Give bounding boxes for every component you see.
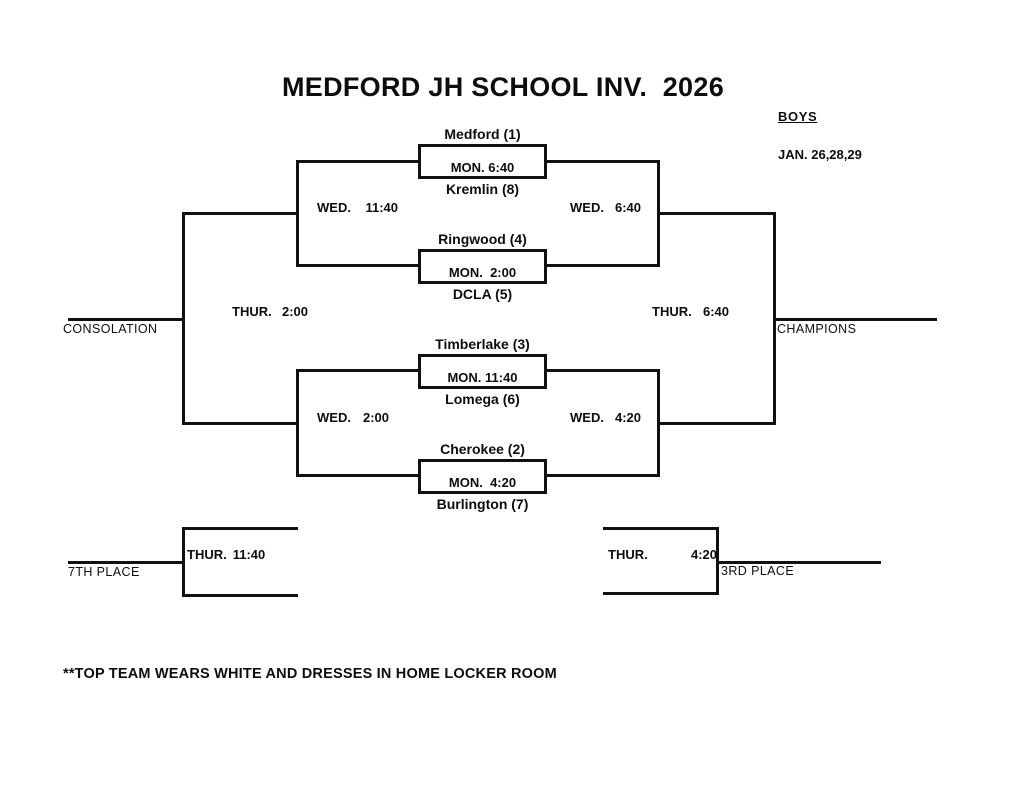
consolation-label: CONSOLATION <box>63 322 158 336</box>
third-place-slot-line <box>716 561 881 564</box>
team-seed4: Ringwood (4) <box>438 231 527 247</box>
day-text: THUR. <box>232 304 272 319</box>
time-text: 11:40 <box>365 200 398 215</box>
bracket-line <box>296 160 421 163</box>
team-seed1: Medford (1) <box>444 126 521 142</box>
day-text: THUR. <box>608 547 648 562</box>
team-seed8: Kremlin (8) <box>445 181 520 197</box>
game4-box: MON. 4:20 <box>418 459 547 494</box>
bracket-line <box>182 527 298 530</box>
consolation-semifinal-bottom-time: WED. 2:00 <box>317 410 389 425</box>
bracket-line <box>544 264 660 267</box>
day-text: WED. <box>570 410 604 425</box>
consolation-semifinal-top-time: WED. 11:40 <box>317 200 398 215</box>
bracket-line <box>603 592 719 595</box>
champion-slot-line <box>773 318 937 321</box>
dates-label: JAN. 26,28,29 <box>778 147 862 162</box>
day-text: WED. <box>317 410 351 425</box>
day-text: THUR. <box>652 304 692 319</box>
game1-box: MON. 6:40 <box>418 144 547 179</box>
third-place-time: THUR. 4:20 <box>608 547 717 562</box>
bracket-line <box>182 594 298 597</box>
team-seed5: DCLA (5) <box>452 286 513 302</box>
game1-time: MON. 6:40 <box>450 160 515 175</box>
division-label: BOYS <box>778 109 818 124</box>
time-text: 6:40 <box>702 304 729 319</box>
bracket-line <box>296 264 421 267</box>
team-seed6: Lomega (6) <box>445 391 520 407</box>
game2-time: MON. 2:00 <box>448 265 517 280</box>
consolation-slot-line <box>68 318 185 321</box>
championship-final-time: THUR. 6:40 <box>652 304 729 319</box>
day-text: THUR. <box>187 547 227 562</box>
time-text: 2:00 <box>281 304 308 319</box>
championship-semifinal-bottom-time: WED. 4:20 <box>570 410 641 425</box>
consolation-final-time: THUR. 2:00 <box>232 304 308 319</box>
bracket-line <box>603 527 719 530</box>
page-title: MEDFORD JH SCHOOL INV. 2026 <box>281 72 725 102</box>
bracket-line <box>544 369 660 372</box>
day-text: WED. <box>317 200 351 215</box>
time-text: 11:40 <box>232 547 266 562</box>
bracket-line <box>296 369 421 372</box>
game3-time: MON. 11:40 <box>447 370 518 385</box>
time-text: 2:00 <box>362 410 389 425</box>
bracket-line <box>182 422 299 425</box>
team-seed7: Burlington (7) <box>436 496 529 512</box>
bracket-line <box>544 474 660 477</box>
footnote: **TOP TEAM WEARS WHITE AND DRESSES IN HO… <box>63 666 557 682</box>
time-text: 4:20 <box>690 547 717 562</box>
team-seed2: Cherokee (2) <box>440 441 525 457</box>
bracket-line <box>296 474 421 477</box>
team-seed3: Timberlake (3) <box>435 336 530 352</box>
bracket-line <box>182 527 185 597</box>
game4-time: MON. 4:20 <box>448 475 517 490</box>
champions-label: CHAMPIONS <box>777 322 857 336</box>
bracket-line <box>544 160 660 163</box>
game3-box: MON. 11:40 <box>418 354 547 389</box>
bracket-line <box>657 422 776 425</box>
bracket-line <box>657 212 776 215</box>
time-text: 6:40 <box>614 200 641 215</box>
championship-semifinal-top-time: WED. 6:40 <box>570 200 641 215</box>
seventh-place-slot-line <box>68 561 185 564</box>
third-place-label: 3RD PLACE <box>721 564 795 578</box>
day-text: WED. <box>570 200 604 215</box>
seventh-place-time: THUR. 11:40 <box>187 547 265 562</box>
bracket-line <box>182 212 299 215</box>
game2-box: MON. 2:00 <box>418 249 547 284</box>
time-text: 4:20 <box>614 410 641 425</box>
seventh-place-label: 7TH PLACE <box>68 565 140 579</box>
